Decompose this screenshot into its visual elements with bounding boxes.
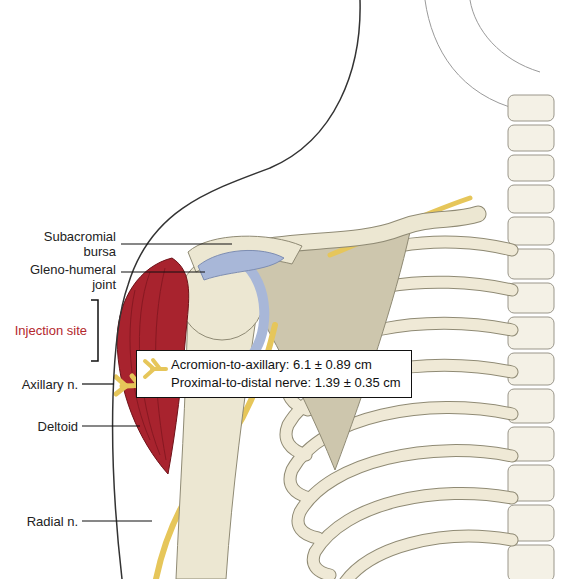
illustration-part <box>508 155 554 181</box>
spine <box>508 95 554 579</box>
nerve-label: Radial n. <box>0 514 78 529</box>
illustration-part <box>340 536 512 579</box>
illustration-part <box>340 536 512 579</box>
measurement-box: Acromion-to-axillary: 6.1 ± 0.89 cmProxi… <box>136 350 412 398</box>
illustration-part <box>508 95 554 121</box>
humerus <box>176 300 256 579</box>
illustration-part <box>470 0 540 72</box>
nerve-label: Axillary n. <box>0 377 78 392</box>
nerve-branch <box>145 369 154 377</box>
nerve-icon <box>142 355 168 381</box>
illustration-part <box>508 185 554 213</box>
measurement-text: Proximal-to-distal nerve: 1.39 ± 0.35 cm <box>171 374 401 392</box>
subacromial-bursa <box>198 250 284 280</box>
illustration-part <box>508 125 554 151</box>
part-label: Subacromial bursa <box>18 229 116 259</box>
part-label: Deltoid <box>0 419 78 434</box>
illustration-part <box>508 545 554 579</box>
measurement-text: Acromion-to-axillary: 6.1 ± 0.89 cm <box>171 356 401 374</box>
region-label: Injection site <box>0 323 87 338</box>
body-outline <box>113 0 361 579</box>
neck-lines <box>425 0 540 110</box>
illustration-part <box>82 383 114 384</box>
part-label: Gleno-humeral joint <box>18 262 116 292</box>
illustration-part <box>116 386 126 394</box>
illustration-part <box>121 271 205 272</box>
nerve-branch <box>153 360 160 369</box>
illustration-part <box>508 217 554 245</box>
illustration-part <box>121 243 232 244</box>
glenohumeral-joint <box>242 262 264 362</box>
illustration-part <box>82 425 140 426</box>
injection-bracket <box>91 300 98 361</box>
illustration-part <box>82 520 152 521</box>
